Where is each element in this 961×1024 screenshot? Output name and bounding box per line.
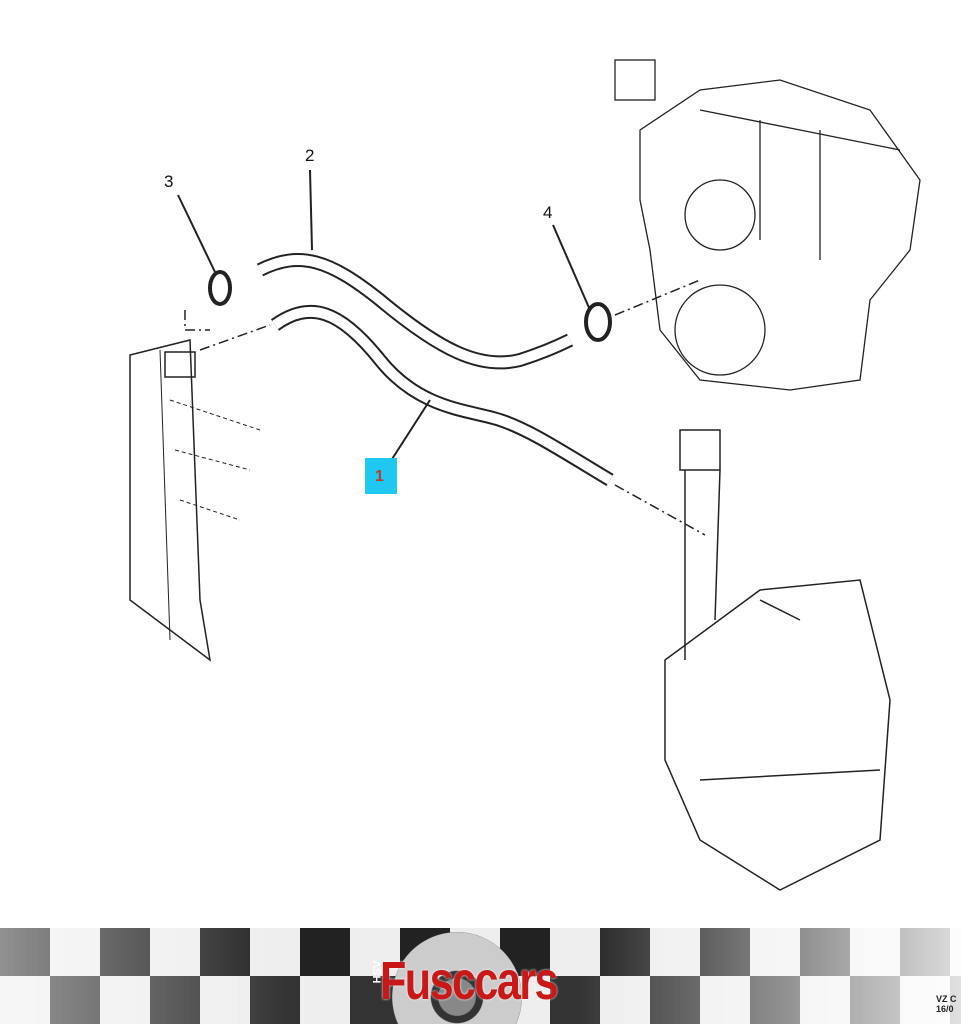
callout-2: 2 — [305, 146, 315, 165]
version-line-1: VZ C — [936, 994, 957, 1004]
washer-reservoir — [664, 429, 891, 891]
callout-1-highlight[interactable]: 1 — [365, 458, 397, 494]
callout-3: 3 — [164, 172, 174, 191]
radiator — [129, 339, 261, 662]
brand-banner: Fusccars HSV — [0, 928, 961, 1024]
clamp-3 — [208, 270, 232, 306]
callout-4: 4 — [543, 203, 553, 222]
logo-badge: HSV — [371, 960, 384, 984]
coolant-hose-diagram — [129, 59, 921, 891]
version-line-2: 16/0 — [936, 1004, 954, 1014]
clamp-4 — [584, 302, 612, 342]
logo-text: Fusccars — [380, 951, 559, 1011]
engine — [614, 59, 921, 391]
fusccars-logo: Fusccars HSV — [362, 928, 602, 1024]
callout-1: 1 — [375, 468, 384, 485]
